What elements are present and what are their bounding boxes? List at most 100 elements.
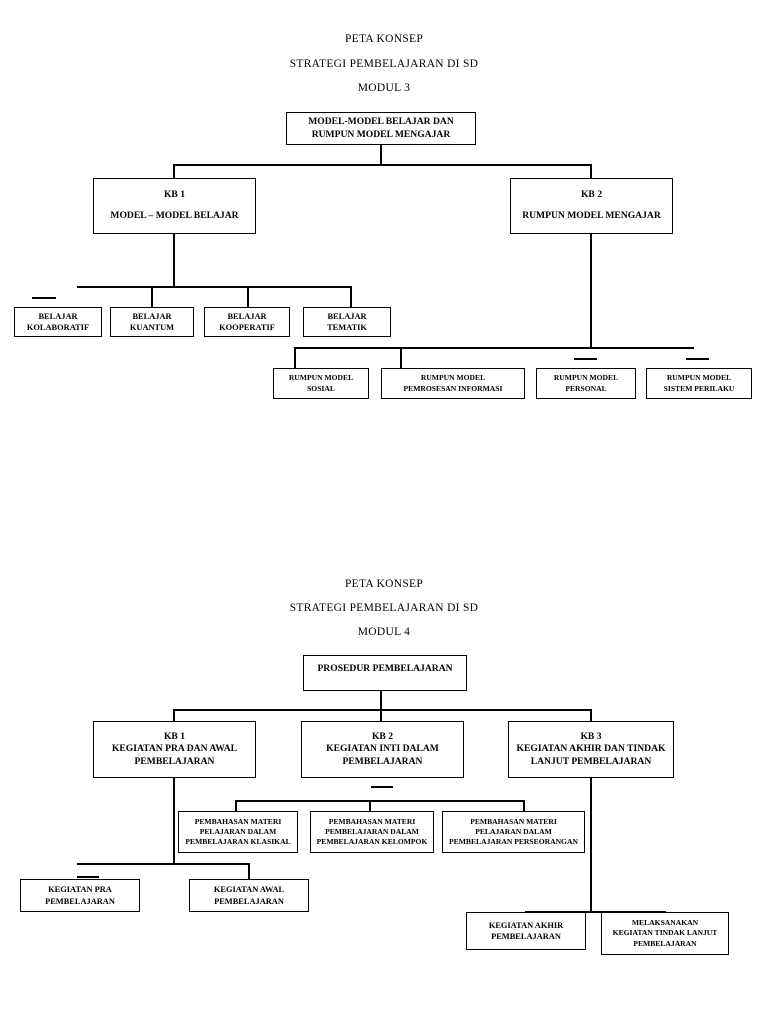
diagram1-leaf-rumpun-sistem-perilaku: RUMPUN MODEL SISTEM PERILAKU (646, 368, 752, 399)
diagram2-kb2-line2: PEMBELAJARAN (342, 755, 423, 767)
diagram1-bus-drop-kb1 (173, 164, 175, 178)
diagram1-heading-line1: PETA KONSEP (344, 33, 424, 45)
leaf-line2: SOSIAL (307, 383, 335, 393)
diagram2-kb3-line2: LANJUT PEMBELAJARAN (530, 755, 652, 767)
diagram2-leaf-melaksanakan-tindak-lanjut: MELAKSANAKAN KEGIATAN TINDAK LANJUT PEMB… (601, 912, 729, 955)
diagram2-kb2-stem-stub (371, 786, 393, 788)
diagram1-leaf-belajar-kolaboratif: BELAJAR KOLABORATIF (14, 307, 102, 337)
diagram1-leaf-belajar-kuantum: BELAJAR KUANTUM (110, 307, 194, 337)
diagram2-leaf-kegiatan-pra-pembelajaran: KEGIATAN PRA PEMBELAJARAN (20, 879, 140, 912)
leaf-line1: KEGIATAN PRA (48, 885, 112, 895)
diagram2-leaf-kegiatan-akhir-pembelajaran: KEGIATAN AKHIR PEMBELAJARAN (466, 912, 586, 950)
leaf-line1: KEGIATAN AKHIR (488, 920, 564, 930)
leaf-line2: PELAJARAN DALAM (475, 826, 552, 836)
diagram2-kb1-box: KB 1 KEGIATAN PRA DAN AWAL PEMBELAJARAN (93, 721, 256, 778)
diagram1-kb2-child-bus (294, 347, 694, 349)
leaf-line1: PEMBAHASAN MATERI (194, 816, 282, 826)
leaf-line1: RUMPUN MODEL (420, 373, 486, 383)
diagram2-kb3-child-bus (525, 911, 665, 913)
diagram2-kb3-stem (590, 778, 592, 912)
diagram2-kb3-line1: KEGIATAN AKHIR DAN TINDAK (516, 743, 666, 755)
diagram1-kb2-child-drop-sosial (294, 347, 296, 368)
diagram1-kb1-box: KB 1 MODEL – MODEL BELAJAR (93, 178, 256, 234)
leaf-line2: TEMATIK (327, 323, 367, 332)
diagram1-leaf-rumpun-personal: RUMPUN MODEL PERSONAL (536, 368, 636, 399)
diagram2-root-stem (380, 691, 382, 710)
leaf-line2: KUANTUM (129, 323, 175, 332)
leaf-line2: PEMBELAJARAN (491, 932, 561, 941)
diagram1-kb2-child-stub-sistem-perilaku (686, 358, 709, 360)
diagram2-kb2-child-drop-kelompok (369, 800, 371, 812)
diagram2-kb3-label: KB 3 (580, 730, 602, 742)
diagram2-root-box: PROSEDUR PEMBELAJARAN (303, 655, 467, 691)
diagram1-bus-drop-kb2 (590, 164, 592, 178)
diagram1-root-line1: MODEL-MODEL BELAJAR DAN (308, 115, 454, 127)
leaf-line1: BELAJAR (327, 311, 367, 321)
diagram2-heading-line1: PETA KONSEP (344, 578, 424, 590)
leaf-line1: RUMPUN MODEL (288, 373, 354, 383)
leaf-line1: BELAJAR (227, 311, 267, 321)
diagram2-kb2-box: KB 2 KEGIATAN INTI DALAM PEMBELAJARAN (301, 721, 464, 778)
diagram1-kb2-title: RUMPUN MODEL MENGAJAR (522, 210, 661, 222)
diagram1-heading-line2: STRATEGI PEMBELAJARAN DI SD (289, 58, 479, 70)
diagram2-kb2-child-drop-perseorangan (523, 800, 525, 812)
diagram2-heading-line3: MODUL 4 (357, 626, 411, 638)
diagram1-kb2-child-drop-pemrosesan (400, 347, 402, 368)
diagram2-kb2-child-drop-klasikal (235, 800, 237, 812)
leaf-line3: PEMBELAJARAN KELOMPOK (316, 837, 428, 846)
leaf-line1: MELAKSANAKAN (631, 918, 699, 928)
diagram2-root-line1: PROSEDUR PEMBELAJARAN (317, 663, 453, 674)
diagram2-kb2-label: KB 2 (371, 730, 394, 742)
diagram1-kb1-child-drop-kuantum (151, 286, 153, 307)
diagram1-kb1-child-drop-kooperatif (247, 286, 249, 307)
diagram2-kb1-stem (173, 778, 175, 864)
diagram1-kb1-child-drop-tematik (350, 286, 352, 307)
leaf-line3: PEMBELAJARAN KLASIKAL (185, 837, 291, 846)
leaf-line1: PEMBAHASAN MATERI (470, 816, 557, 826)
leaf-line2: KEGIATAN TINDAK LANJUT (612, 928, 718, 938)
diagram2-leaf-kegiatan-awal-pembelajaran: KEGIATAN AWAL PEMBELAJARAN (189, 879, 309, 912)
leaf-line1: PEMBAHASAN MATERI (328, 816, 416, 826)
leaf-line2: KOLABORATIF (26, 323, 90, 332)
diagram2-bus-drop-kb3 (590, 709, 592, 722)
leaf-line1: BELAJAR (132, 311, 172, 321)
diagram1-kb1-child-bus (77, 286, 351, 288)
diagram2-root-bus (173, 709, 591, 711)
diagram2-kb1-line2: PEMBELAJARAN (134, 755, 215, 767)
diagram1-leaf-belajar-kooperatif: BELAJAR KOOPERATIF (204, 307, 290, 337)
diagram2-bus-drop-kb1 (173, 709, 175, 722)
diagram2-leaf-pembahasan-perseorangan: PEMBAHASAN MATERI PELAJARAN DALAM PEMBEL… (442, 811, 585, 853)
diagram2-kb1-child-stub-kegiatan-pra (77, 876, 99, 878)
diagram1-kb1-title: MODEL – MODEL BELAJAR (110, 210, 239, 222)
diagram2-kb1-child-bus (77, 863, 249, 865)
diagram1-kb2-box: KB 2 RUMPUN MODEL MENGAJAR (510, 178, 673, 234)
diagram2-leaf-pembahasan-kelompok: PEMBAHASAN MATERI PEMBELAJARAN DALAM PEM… (310, 811, 434, 853)
leaf-line2: PEMBELAJARAN DALAM (325, 826, 419, 836)
diagram1-kb1-child-stub-kolaboratif (32, 297, 56, 299)
leaf-line1: RUMPUN MODEL (666, 373, 732, 383)
diagram2-kb2-line1: KEGIATAN INTI DALAM (326, 743, 439, 755)
diagram2-kb1-line1: KEGIATAN PRA DAN AWAL (111, 743, 238, 755)
diagram1-leaf-rumpun-pemrosesan-informasi: RUMPUN MODEL PEMROSESAN INFORMASI (381, 368, 525, 399)
leaf-line3: PEMBELAJARAN (633, 938, 697, 948)
diagram2-leaf-pembahasan-klasikal: PEMBAHASAN MATERI PELAJARAN DALAM PEMBEL… (178, 811, 298, 853)
diagram2-kb1-child-drop-kegiatan-awal (248, 863, 250, 879)
leaf-line1: BELAJAR (38, 311, 78, 321)
diagram1-kb1-label: KB 1 (163, 189, 186, 201)
diagram2-kb3-box: KB 3 KEGIATAN AKHIR DAN TINDAK LANJUT PE… (508, 721, 674, 778)
diagram1-kb2-label: KB 2 (580, 189, 603, 201)
diagram1-heading-line3: MODUL 3 (357, 82, 411, 94)
diagram2-kb1-label: KB 1 (163, 730, 186, 742)
diagram1-root-box: MODEL-MODEL BELAJAR DAN RUMPUN MODEL MEN… (286, 112, 476, 145)
leaf-line3: PEMBELAJARAN PERSEORANGAN (449, 837, 578, 846)
diagram1-kb1-stem (173, 234, 175, 287)
leaf-line2: PEMBELAJARAN (214, 896, 284, 906)
diagram2-bus-drop-kb2 (380, 709, 382, 722)
leaf-line1: RUMPUN MODEL (553, 373, 619, 383)
diagram1-kb2-stem (590, 234, 592, 348)
leaf-line1: KEGIATAN AWAL (213, 885, 285, 895)
leaf-line2: PERSONAL (565, 383, 607, 393)
diagram1-root-stem (380, 145, 382, 165)
diagram1-root-line2: RUMPUN MODEL MENGAJAR (311, 128, 451, 140)
